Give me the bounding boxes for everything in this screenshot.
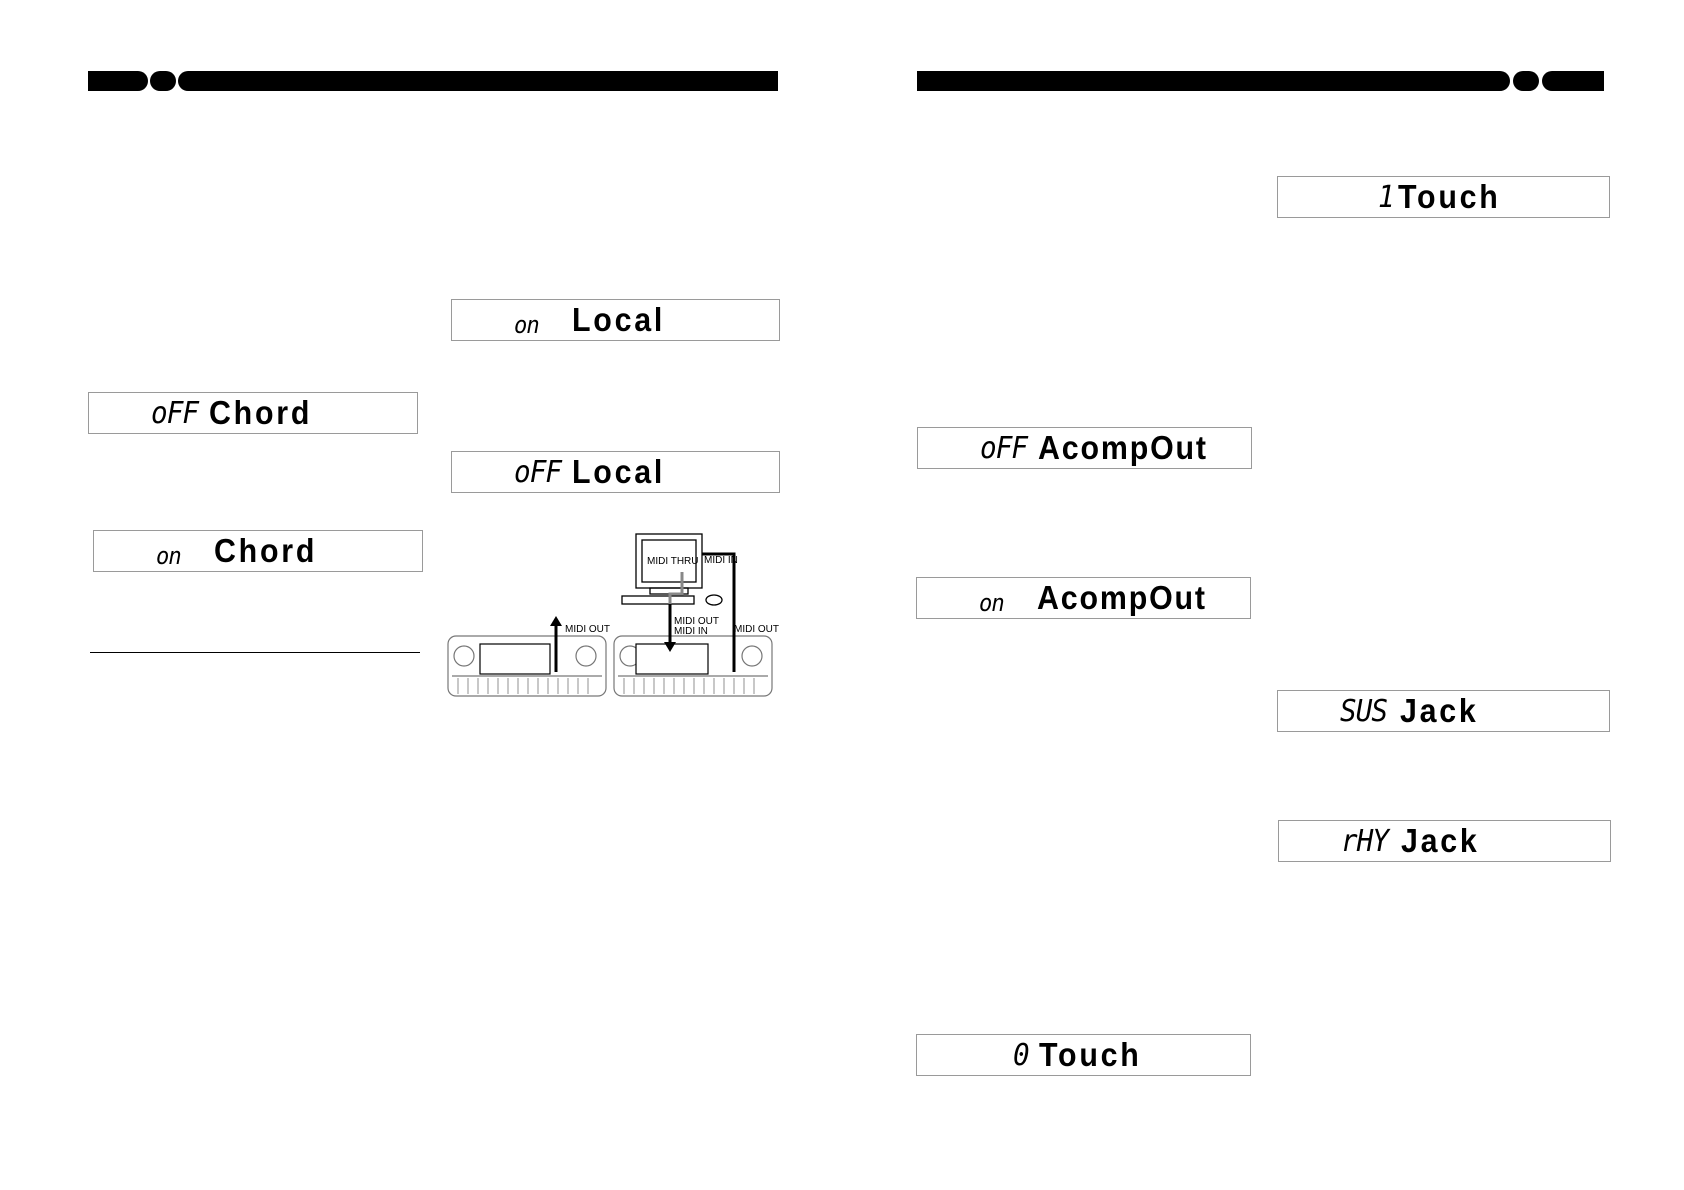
lcd-zero-touch: 0 Touch xyxy=(916,1034,1251,1076)
lcd-prefix: on xyxy=(514,311,540,339)
lcd-rhy-jack: rHY Jack xyxy=(1278,820,1611,862)
lcd-prefix: oFF xyxy=(514,455,562,490)
label-midi-out-mid: MIDI OUT xyxy=(674,616,719,627)
lcd-on-acompout: on AcompOut xyxy=(916,577,1251,619)
lcd-prefix: oFF xyxy=(151,396,199,431)
lcd-prefix: SUS xyxy=(1340,694,1388,729)
lcd-off-local: oFF Local xyxy=(451,451,780,493)
lcd-text: Jack xyxy=(1400,692,1479,729)
midi-connection-diagram xyxy=(447,533,773,697)
label-midi-out-right: MIDI OUT xyxy=(734,624,779,635)
right-keyboard-illustration xyxy=(613,635,773,697)
lcd-text: Local xyxy=(572,301,666,338)
lcd-on-chord: on Chord xyxy=(93,530,423,572)
lcd-text: Chord xyxy=(214,532,318,569)
label-midi-in-top: MIDI IN xyxy=(704,555,738,566)
lcd-prefix: oFF xyxy=(980,431,1028,466)
left-keyboard-illustration xyxy=(447,635,607,697)
lcd-text: Chord xyxy=(209,394,313,431)
lcd-prefix: 0 xyxy=(1013,1038,1030,1073)
lcd-off-chord: oFF Chord xyxy=(88,392,418,434)
lcd-one-touch: 1 Touch xyxy=(1277,176,1610,218)
arrow-up-icon xyxy=(550,616,562,626)
lcd-prefix: 1 xyxy=(1378,180,1395,215)
section-divider xyxy=(90,652,420,653)
label-midi-in-mid: MIDI IN xyxy=(674,626,708,637)
lcd-prefix: on xyxy=(979,589,1005,617)
lcd-off-acompout: oFF AcompOut xyxy=(917,427,1252,469)
lcd-text: Local xyxy=(572,453,666,490)
label-midi-thru: MIDI THRU xyxy=(647,556,699,567)
lcd-on-local: on Local xyxy=(451,299,780,341)
lcd-sus-jack: SUS Jack xyxy=(1277,690,1610,732)
lcd-prefix: rHY xyxy=(1341,824,1389,859)
label-midi-out-left: MIDI OUT xyxy=(565,624,610,635)
lcd-text: AcompOut xyxy=(1038,429,1208,466)
arrow-down-icon xyxy=(664,642,676,652)
midi-in-cable-top xyxy=(702,552,736,672)
lcd-text: Touch xyxy=(1039,1036,1142,1073)
lcd-prefix: on xyxy=(156,542,182,570)
lcd-text: Touch xyxy=(1398,178,1501,215)
lcd-text: Jack xyxy=(1401,822,1480,859)
lcd-text: AcompOut xyxy=(1037,579,1207,616)
